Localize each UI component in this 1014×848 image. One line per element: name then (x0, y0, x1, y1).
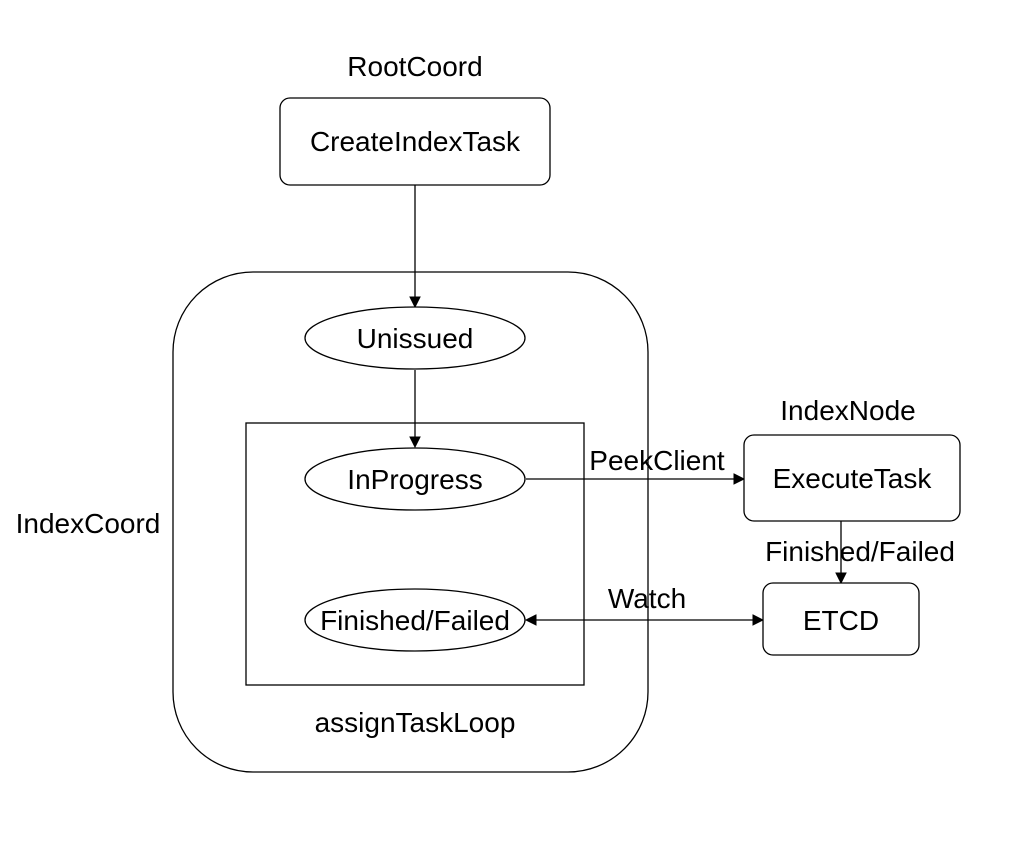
arrowhead (409, 436, 421, 449)
execute-task-label: ExecuteTask (773, 463, 933, 494)
index-node-label: IndexNode (780, 395, 915, 426)
create-index-task-label: CreateIndexTask (310, 126, 521, 157)
finished-failed-state (304, 588, 526, 652)
index-coord-label: IndexCoord (16, 508, 161, 539)
arrowhead (733, 473, 746, 485)
etcd-node (762, 582, 920, 656)
in-progress-label: InProgress (347, 464, 482, 495)
unissued-state (304, 306, 526, 370)
watch-edge-label: Watch (608, 583, 686, 614)
create-index-task-node (279, 97, 551, 186)
peek-client-edge-label: PeekClient (589, 445, 725, 476)
finished-failed-edge-label: Finished/Failed (765, 536, 955, 567)
arrowhead (835, 572, 847, 585)
root-coord-label: RootCoord (347, 51, 482, 82)
index-coord-container (172, 271, 649, 773)
assign-task-loop-label: assignTaskLoop (315, 707, 516, 738)
etcd-label: ETCD (803, 605, 879, 636)
execute-task-node (743, 434, 961, 522)
finished-failed-label: Finished/Failed (320, 605, 510, 636)
arrowhead (409, 296, 421, 309)
arrowhead (524, 614, 537, 626)
in-progress-state (304, 447, 526, 511)
unissued-label: Unissued (357, 323, 474, 354)
arrowhead (752, 614, 765, 626)
